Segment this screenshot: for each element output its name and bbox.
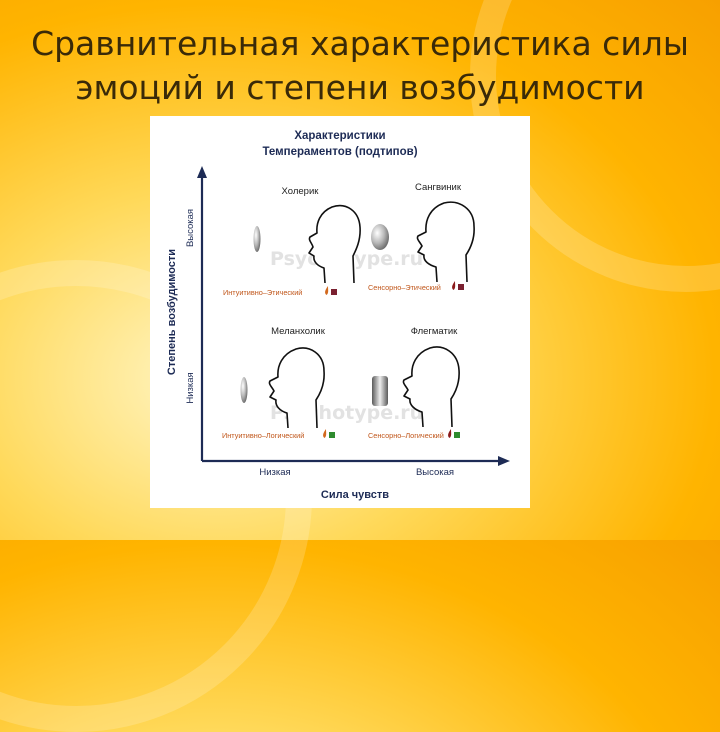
gray-lens-icon xyxy=(253,226,261,252)
type-name-sanguine: Сангвиник xyxy=(415,182,462,193)
drop-icon xyxy=(452,281,456,290)
x-axis-low-label: Низкая xyxy=(259,467,290,478)
type-name-melancholic: Меланхолик xyxy=(271,326,326,337)
gray-bar-icon xyxy=(372,376,388,406)
square-marker-icon xyxy=(331,289,337,295)
x-axis-arrow xyxy=(498,456,510,466)
gray-lens-icon xyxy=(240,377,248,403)
x-axis-high-label: Высокая xyxy=(416,467,454,478)
subtype-label-melancholic: Интуитивно–Логический xyxy=(222,431,304,440)
square-marker-icon xyxy=(329,432,335,438)
diagram-heading-1: Характеристики xyxy=(294,130,385,142)
diagram-heading-2: Темпераментов (подтипов) xyxy=(262,146,417,158)
temperament-diagram: Характеристики Темпераментов (подтипов) … xyxy=(150,116,530,508)
head-profile-icon xyxy=(308,204,361,284)
quadrant-choleric: Холерик Интуитивно–Этический xyxy=(223,186,361,297)
head-profile-icon xyxy=(416,201,475,283)
head-profile-icon xyxy=(402,346,460,428)
quadrant-phlegmatic: Флегматик Сенсорно–Логический xyxy=(368,326,460,440)
type-name-phlegmatic: Флегматик xyxy=(411,326,458,337)
type-name-choleric: Холерик xyxy=(282,186,320,197)
square-marker-icon xyxy=(458,284,464,290)
y-axis-arrow xyxy=(197,166,207,178)
subtype-label-sanguine: Сенсорно–Этический xyxy=(368,283,441,292)
y-axis-high-label: Высокая xyxy=(185,209,196,247)
drop-icon xyxy=(448,429,452,438)
drop-icon xyxy=(325,286,329,295)
slide-title: Сравнительная характеристика силы эмоций… xyxy=(0,22,720,110)
title-line-1: Сравнительная характеристика силы xyxy=(31,24,689,63)
y-axis-title: Степень возбудимости xyxy=(166,249,178,375)
quadrant-sanguine: Сангвиник Сенсорно–Этический xyxy=(368,182,475,292)
gray-ball-icon xyxy=(371,224,389,250)
diagram-svg: Характеристики Темпераментов (подтипов) … xyxy=(166,130,510,501)
y-axis-low-label: Низкая xyxy=(185,372,196,403)
quadrant-melancholic: Меланхолик Интуитивно–Логический xyxy=(222,326,335,440)
subtype-label-phlegmatic: Сенсорно–Логический xyxy=(368,431,444,440)
x-axis-title: Сила чувств xyxy=(321,489,389,501)
subtype-label-choleric: Интуитивно–Этический xyxy=(223,288,302,297)
title-line-2: эмоций и степени возбудимости xyxy=(75,68,645,107)
head-profile-icon xyxy=(268,347,325,429)
square-marker-icon xyxy=(454,432,460,438)
drop-icon xyxy=(323,429,327,438)
